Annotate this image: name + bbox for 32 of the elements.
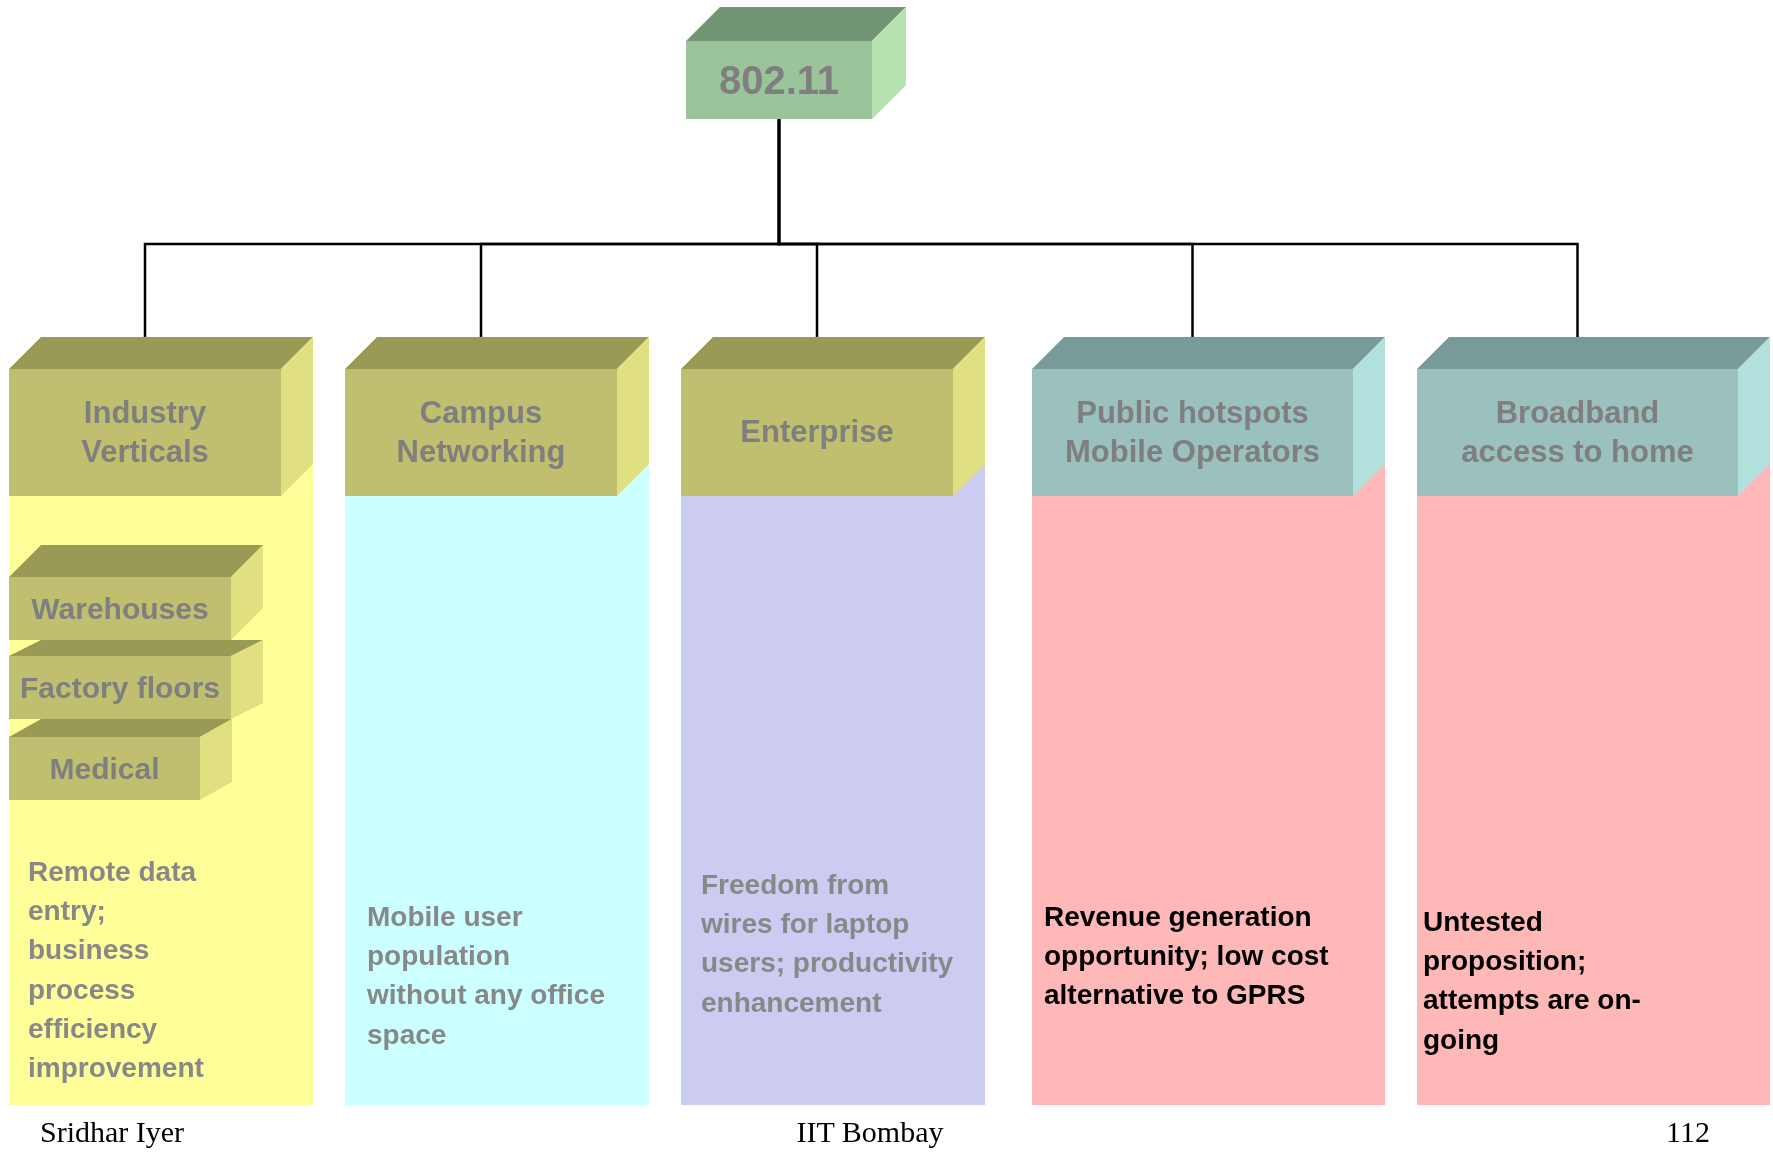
3d-block [9, 337, 313, 496]
3d-block [9, 545, 263, 640]
description-text: Untested proposition; attempts are on-going [1423, 905, 1642, 1057]
block-label: Warehouses [31, 590, 209, 627]
column-band [1417, 337, 1770, 1105]
description-text: Mobile user population without any office space [367, 900, 606, 1052]
3d-block [9, 640, 263, 719]
3d-block [681, 337, 985, 496]
description-text: Revenue generation opportunity; low cost alternative to GPRS [1044, 900, 1330, 1013]
block-label: Enterprise [740, 413, 894, 452]
block-label: Campus Networking [395, 393, 567, 471]
block-label: 802.11 [718, 57, 840, 104]
description-text: Freedom from wires for laptop users; productivity enhancement [701, 868, 955, 1020]
footer-text: IIT Bombay [795, 1115, 945, 1149]
footer-text: 112 [1665, 1115, 1710, 1149]
description-text: Remote data entry; business process efficiency improvement [28, 855, 205, 1085]
block-label: Industry Verticals [80, 393, 210, 471]
block-label: Broadband access to home [1460, 393, 1695, 471]
column-band [9, 337, 313, 1105]
3d-block [1417, 337, 1770, 496]
3d-block [9, 719, 232, 800]
3d-block [1032, 337, 1385, 496]
3d-block [686, 7, 906, 119]
block-label: Public hotspots Mobile Operators [1064, 393, 1321, 471]
block-label: Medical [49, 750, 160, 787]
connector-line [777, 119, 1579, 337]
3d-block [345, 337, 649, 496]
column-band [1032, 337, 1385, 1105]
block-label: Factory floors [19, 669, 220, 706]
column-band [345, 337, 649, 1105]
footer-text: Sridhar Iyer [40, 1115, 186, 1149]
column-band [681, 337, 985, 1105]
